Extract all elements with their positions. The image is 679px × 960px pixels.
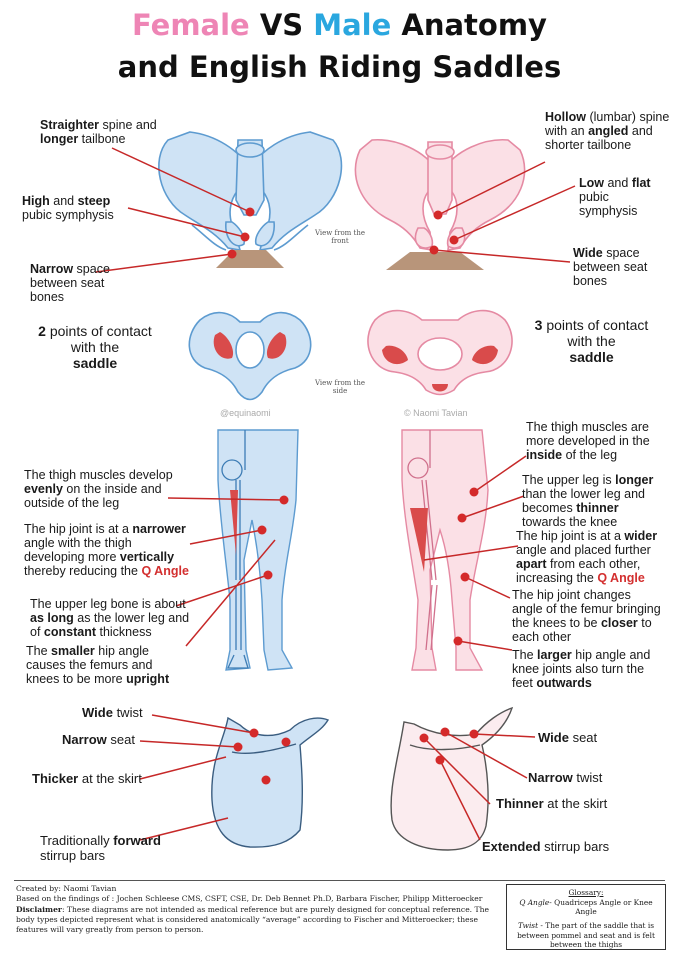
title-vs: VS [249, 8, 314, 42]
label-male-twist: Narrow twist [528, 770, 603, 785]
label-female-twist: Wide twist [82, 705, 143, 720]
marker-female-pubic [240, 232, 250, 242]
marker-female-tailbone [245, 207, 255, 217]
watermark-right: © Naomi Tavian [404, 408, 468, 418]
title-anatomy: Anatomy [391, 8, 547, 42]
label-female-skirt: Thicker at the skirt [32, 771, 142, 786]
marker-female-twist [249, 728, 259, 738]
marker-female-stirrup [261, 775, 271, 785]
female-saddle [211, 716, 330, 848]
marker-male-feet [453, 636, 463, 646]
page-subtitle: and English Riding Saddles [117, 50, 562, 84]
label-female-femur: The upper leg bone is about as long as t… [30, 597, 190, 639]
glossary-q-angle: Q Angle- Quadriceps Angle or Knee Angle [519, 897, 653, 917]
label-male-stirrup: Extended stirrup bars [482, 839, 610, 854]
female-q-angle-mark [230, 490, 238, 555]
marker-male-seat [469, 729, 479, 739]
male-front-saddle-base [386, 252, 484, 270]
label-female-stirrup: Traditionally forward stirrup bars [40, 833, 161, 863]
footer-based: Based on the findings of : Jochen Schlee… [16, 894, 483, 904]
label-female-knees: The smaller hip angle causes the femurs … [26, 644, 170, 686]
marker-male-thigh [469, 487, 479, 497]
marker-female-femur [263, 570, 273, 580]
label-male-seatbones: Wide space between seat bones [573, 246, 648, 288]
label-female-thigh: The thigh muscles develop evenly on the … [24, 468, 173, 510]
label-male-knee: The hip joint changes angle of the femur… [512, 588, 661, 644]
illustration-canvas [95, 131, 576, 851]
female-pelvis-front [158, 131, 343, 251]
marker-male-stirrup [435, 755, 445, 765]
male-contact-right [472, 345, 498, 365]
male-contact-left [382, 345, 408, 365]
female-contact-right [266, 332, 287, 359]
male-leader-lines [423, 161, 576, 841]
footer-created: Created by: Naomi Tavian [16, 884, 117, 893]
label-male-pubic: Low and flat pubic symphysis [579, 176, 651, 218]
male-q-angle-mark [410, 508, 428, 572]
label-female-hip: The hip joint is at a narrower angle wit… [24, 522, 189, 578]
female-leader-lines [95, 147, 285, 841]
label-male-thigh: The thigh muscles are more developed in … [526, 420, 650, 462]
female-front-saddle-base [216, 250, 284, 268]
glossary-twist: Twist - The part of the saddle that is b… [517, 920, 655, 950]
markers [227, 207, 479, 785]
label-male-seat: Wide seat [538, 730, 598, 745]
label-female-spine: Straighter spine and longer tailbone [40, 118, 157, 146]
female-contact-left [213, 332, 234, 359]
female-legs [217, 429, 299, 671]
marker-female-seatbone [227, 249, 237, 259]
marker-male-twist [440, 727, 450, 737]
label-female-seat: Narrow seat [62, 732, 135, 747]
watermark-left: @equinaomi [220, 408, 271, 418]
glossary-title: Glossary: [568, 888, 604, 897]
marker-male-seatbone [429, 245, 439, 255]
label-male-skirt: Thinner at the skirt [496, 796, 608, 811]
footer-divider [14, 880, 665, 881]
marker-male-pubic [449, 235, 459, 245]
label-female-seatbones: Narrow space between seat bones [30, 262, 110, 304]
label-female-pubic: High and steep pubic symphysis [22, 194, 114, 222]
marker-female-thigh [279, 495, 289, 505]
footer-credits: Created by: Naomi Tavian Based on the fi… [16, 884, 496, 935]
male-pelvis-front [354, 139, 526, 251]
female-pelvis-side [188, 311, 312, 401]
caption-side-view: View from the side [314, 379, 365, 395]
marker-male-upper-leg [457, 513, 467, 523]
marker-female-seat [281, 737, 291, 747]
male-pelvis-side [367, 309, 513, 396]
marker-female-skirt [233, 742, 243, 752]
title-male: Male [313, 8, 392, 42]
male-legs [401, 429, 489, 671]
label-male-upper-leg: The upper leg is longer than the lower l… [522, 473, 654, 529]
marker-male-skirt [419, 733, 429, 743]
label-male-hip: The hip joint is at a wider angle and pl… [516, 529, 658, 585]
marker-male-knee [460, 572, 470, 582]
caption-front-view: View from the front [314, 229, 365, 245]
page-title: Female VS Male Anatomy [0, 8, 679, 42]
title-female: Female [132, 8, 250, 42]
label-male-feet: The larger hip angle and knee joints als… [512, 648, 651, 690]
male-skeleton [407, 430, 438, 651]
marker-male-tailbone [433, 210, 443, 220]
marker-female-hip [257, 525, 267, 535]
label-male-spine: Hollow (lumbar) spine with an angled and… [545, 110, 670, 152]
male-contact-center [432, 384, 448, 392]
male-saddle [390, 706, 514, 851]
glossary-box: Glossary: Q Angle- Quadriceps Angle or K… [506, 884, 666, 950]
footer-disclaimer: Disclaimer: These diagrams are not inten… [16, 904, 489, 935]
